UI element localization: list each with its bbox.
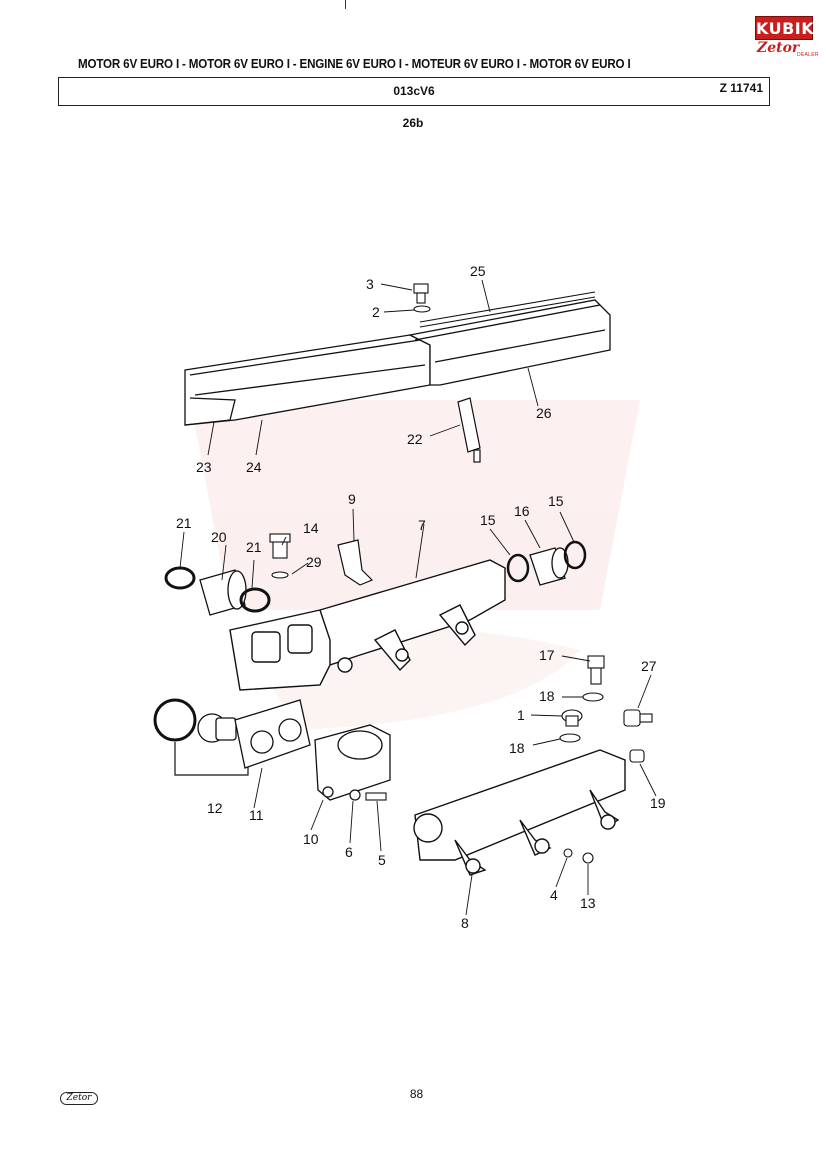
washer-2 bbox=[413, 305, 431, 313]
callout-21b: 21 bbox=[246, 539, 262, 555]
fitting-27 bbox=[623, 709, 653, 727]
plug-14 bbox=[269, 533, 291, 559]
spacer-22 bbox=[457, 397, 481, 463]
callout-18b: 18 bbox=[509, 740, 525, 756]
hose-20 bbox=[199, 569, 247, 616]
ring-15b bbox=[563, 540, 587, 570]
nut-4 bbox=[563, 848, 573, 858]
callout-13: 13 bbox=[580, 895, 596, 911]
callout-9: 9 bbox=[348, 491, 356, 507]
callout-24: 24 bbox=[246, 459, 262, 475]
manifold-8 bbox=[413, 749, 626, 876]
plug-19 bbox=[629, 749, 645, 763]
plug-1 bbox=[561, 709, 583, 727]
washer-18a bbox=[582, 692, 604, 702]
bolt-5 bbox=[365, 792, 387, 801]
callout-14: 14 bbox=[303, 520, 319, 536]
fitting-17 bbox=[587, 655, 605, 685]
callout-15a: 15 bbox=[480, 512, 496, 528]
callout-29: 29 bbox=[306, 554, 322, 570]
callout-22: 22 bbox=[407, 431, 423, 447]
callout-2: 2 bbox=[372, 304, 380, 320]
callout-7: 7 bbox=[418, 517, 426, 533]
nut-6 bbox=[349, 789, 361, 801]
flange-10 bbox=[314, 724, 391, 801]
callout-12: 12 bbox=[207, 800, 223, 816]
callout-26: 26 bbox=[536, 405, 552, 421]
callout-5: 5 bbox=[378, 852, 386, 868]
callout-18a: 18 bbox=[539, 688, 555, 704]
callout-27: 27 bbox=[641, 658, 657, 674]
callout-1: 1 bbox=[517, 707, 525, 723]
thermostat-12 bbox=[197, 713, 237, 743]
washer-18b bbox=[559, 733, 581, 743]
leader-12 bbox=[174, 742, 249, 776]
callout-23: 23 bbox=[196, 459, 212, 475]
part-reference: Z 11741 bbox=[719, 81, 763, 95]
bracket-9 bbox=[337, 539, 374, 586]
top-tick-mark bbox=[345, 0, 346, 9]
logo-top-text: KUBIK bbox=[756, 19, 815, 38]
leader-lines bbox=[179, 279, 657, 916]
footer-zetor-mark: Zetor bbox=[60, 1092, 98, 1105]
group-code: 013cV6 bbox=[393, 84, 435, 98]
callout-21a: 21 bbox=[176, 515, 192, 531]
callout-10: 10 bbox=[303, 831, 319, 847]
cover-right-26 bbox=[407, 299, 611, 386]
callout-11: 11 bbox=[249, 807, 264, 823]
logo-sub-text: DEALER bbox=[797, 52, 819, 58]
logo-brand-text: Zetor bbox=[757, 40, 800, 56]
bolt-3 bbox=[413, 283, 429, 304]
callouts: 3 2 25 26 22 23 24 21 20 21 14 29 9 7 15… bbox=[176, 263, 666, 931]
callout-19: 19 bbox=[650, 795, 666, 811]
section-number: 26b bbox=[402, 116, 424, 130]
ring-15a bbox=[506, 553, 530, 583]
clamp-21b bbox=[239, 587, 271, 613]
callout-16: 16 bbox=[514, 503, 530, 519]
ring-12 bbox=[153, 698, 197, 742]
callout-20: 20 bbox=[211, 529, 227, 545]
callout-17: 17 bbox=[539, 647, 555, 663]
group-code-box: 013cV6 Z 11741 bbox=[58, 77, 770, 106]
callout-25: 25 bbox=[470, 263, 486, 279]
callout-3: 3 bbox=[366, 276, 374, 292]
callout-8: 8 bbox=[461, 915, 469, 931]
clamp-21a bbox=[164, 566, 196, 590]
logo-badge: KUBIK bbox=[755, 16, 815, 40]
cover-strip-25 bbox=[419, 291, 596, 328]
page-number: 88 bbox=[409, 1087, 424, 1101]
manifold-7 bbox=[229, 559, 506, 691]
gasket-11 bbox=[234, 699, 311, 769]
washer-29 bbox=[271, 571, 289, 579]
nut-13 bbox=[582, 852, 594, 864]
callout-15b: 15 bbox=[548, 493, 564, 509]
kubik-zetor-logo: KUBIK Zetor DEALER bbox=[755, 16, 819, 58]
page-header-title: MOTOR 6V EURO I - MOTOR 6V EURO I - ENGI… bbox=[78, 57, 631, 71]
callout-4: 4 bbox=[550, 887, 558, 903]
callout-6: 6 bbox=[345, 844, 353, 860]
